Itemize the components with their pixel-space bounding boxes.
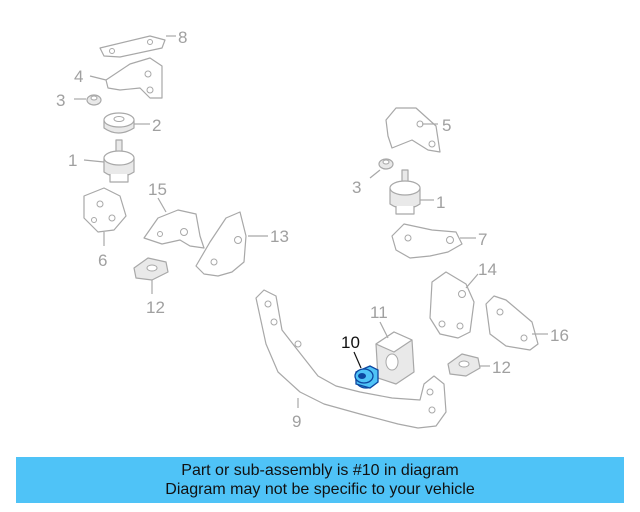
leader-1 (83, 159, 105, 163)
part-4-bracket[interactable] (105, 57, 163, 99)
part-5-bracket[interactable] (385, 107, 441, 153)
callout-6: 6 (98, 251, 107, 270)
callout-4: 4 (74, 67, 83, 86)
part-1-engine-mount-right[interactable] (389, 169, 421, 215)
part-10-bushing-highlighted[interactable] (354, 365, 379, 389)
callout-16: 16 (550, 326, 569, 345)
part-3-nut-right[interactable] (378, 158, 394, 170)
leader-10 (353, 351, 362, 369)
callout-13: 13 (270, 227, 289, 246)
part-3-nut[interactable] (86, 94, 102, 106)
callout-1-right: 1 (436, 193, 445, 212)
callout-12-right: 12 (492, 358, 511, 377)
part-7-bracket[interactable] (391, 223, 463, 259)
part-1-engine-mount[interactable] (103, 139, 135, 183)
callout-7: 7 (478, 230, 487, 249)
leader-15 (157, 197, 167, 213)
callout-12-left: 12 (146, 298, 165, 317)
leader-14 (465, 273, 479, 289)
leader-11 (379, 321, 389, 339)
part-12-pad-right[interactable] (447, 353, 481, 377)
callout-3: 3 (56, 91, 65, 110)
banner-line-2: Diagram may not be specific to your vehi… (165, 481, 475, 498)
callout-8: 8 (178, 28, 187, 47)
part-12-pad[interactable] (133, 257, 169, 281)
part-6-bracket[interactable] (83, 187, 127, 233)
part-13-bracket[interactable] (195, 211, 247, 277)
leader-3b (369, 169, 381, 179)
part-16-bracket[interactable] (485, 295, 539, 351)
callout-11: 11 (370, 303, 388, 322)
leader-4 (89, 75, 107, 81)
part-2-insulator[interactable] (103, 112, 135, 134)
callout-14: 14 (478, 260, 497, 279)
callout-3-right: 3 (352, 178, 361, 197)
callout-2: 2 (152, 116, 161, 135)
callout-15: 15 (148, 180, 167, 199)
part-8-bracket-plate[interactable] (99, 35, 166, 58)
callout-10: 10 (341, 333, 360, 352)
part-9-crossmember[interactable] (255, 289, 447, 429)
part-14-bracket[interactable] (429, 271, 475, 339)
banner-line-1: Part or sub-assembly is #10 in diagram (181, 462, 459, 479)
callout-1: 1 (68, 151, 77, 170)
callout-5: 5 (442, 116, 451, 135)
part-11-rear-mount[interactable] (375, 331, 415, 385)
callout-9: 9 (292, 412, 301, 431)
part-15-mount-bracket[interactable] (143, 209, 205, 249)
info-banner: Part or sub-assembly is #10 in diagram D… (16, 457, 624, 503)
